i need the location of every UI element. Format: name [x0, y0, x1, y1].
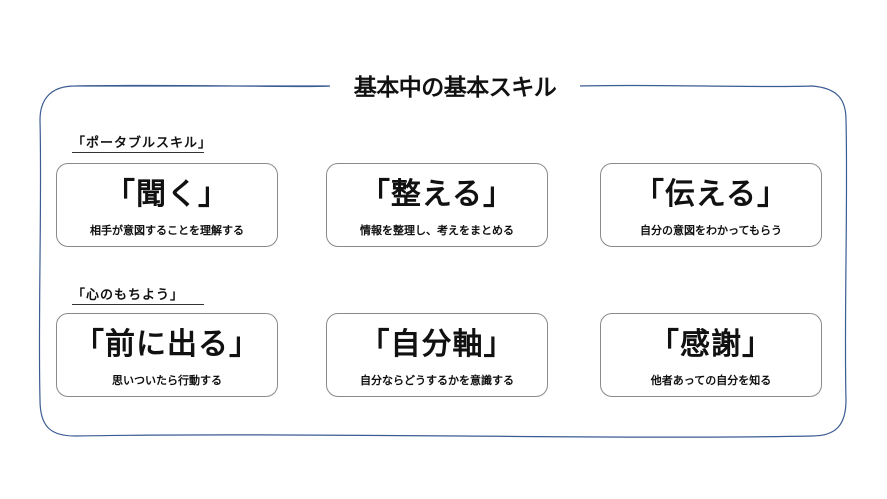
card-heading: 「聞く」: [105, 177, 229, 212]
section-label-text: 「ポータブルスキル」: [72, 136, 213, 151]
card-description: 情報を整理し、考えをまとめる: [360, 224, 514, 237]
card-organize: 「整える」 情報を整理し、考えをまとめる: [326, 163, 548, 247]
section-label-portable-skills: 「ポータブルスキル」: [72, 132, 213, 153]
card-description: 自分ならどうするかを意識する: [360, 374, 514, 387]
card-step-forward: 「前に出る」 思いついたら行動する: [56, 313, 278, 397]
card-self-axis: 「自分軸」 自分ならどうするかを意識する: [326, 313, 548, 397]
card-description: 自分の意図をわかってもらう: [640, 224, 782, 237]
section-label-mindset: 「心のもちよう」: [72, 284, 204, 305]
card-heading: 「自分軸」: [359, 327, 515, 362]
card-heading: 「整える」: [359, 177, 515, 212]
card-listen: 「聞く」 相手が意図することを理解する: [56, 163, 278, 247]
card-description: 相手が意図することを理解する: [90, 224, 244, 237]
card-description: 他者あっての自分を知る: [650, 374, 772, 387]
section-underline: [72, 152, 204, 153]
card-heading: 「伝える」: [633, 177, 789, 212]
section-label-text: 「心のもちよう」: [72, 288, 185, 303]
card-heading: 「前に出る」: [74, 327, 260, 362]
card-convey: 「伝える」 自分の意図をわかってもらう: [600, 163, 822, 247]
card-gratitude: 「感謝」 他者あっての自分を知る: [600, 313, 822, 397]
card-heading: 「感謝」: [649, 327, 773, 362]
section-underline: [72, 304, 204, 305]
card-description: 思いついたら行動する: [112, 374, 222, 387]
main-title: 基本中の基本スキル: [330, 72, 580, 104]
